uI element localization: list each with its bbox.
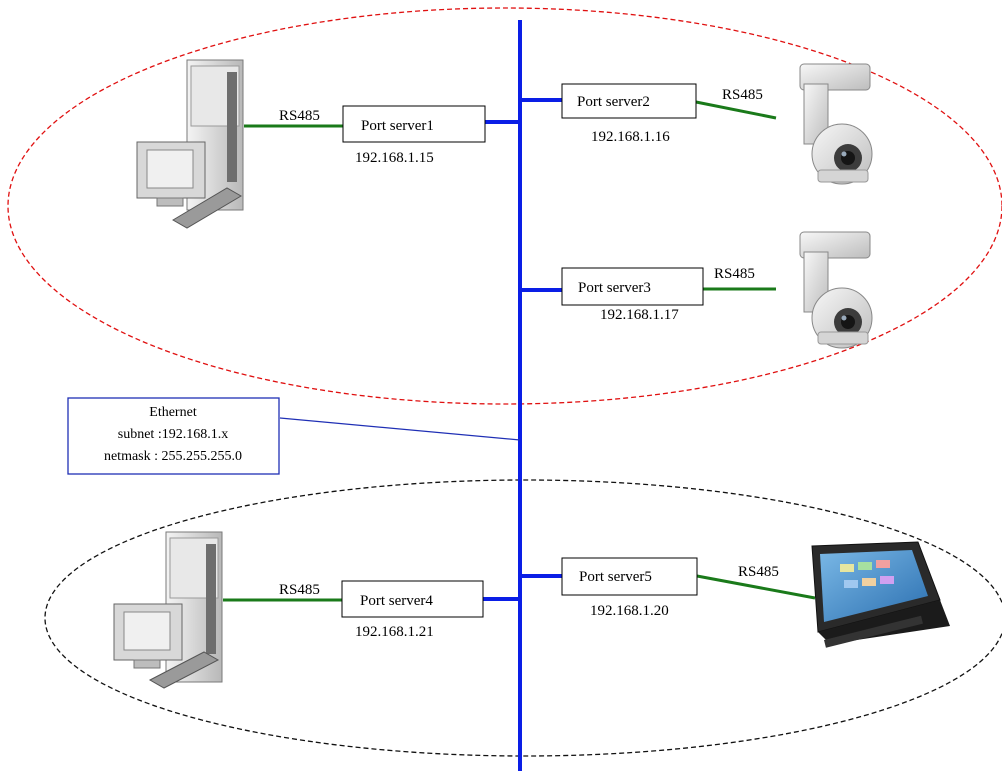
port-server-1[interactable]: Port server1 [342, 105, 486, 143]
port-server-5-ip: 192.168.1.20 [590, 603, 669, 619]
group1-outline [7, 7, 1002, 405]
ethernet-note-title: Ethernet [149, 405, 197, 420]
ptz-camera-icon [799, 63, 873, 185]
port-server-5-name: Port server5 [579, 569, 652, 585]
rs485-label-2: RS485 [722, 87, 763, 103]
note-leader-line [279, 417, 521, 441]
desktop-computer-icon [113, 531, 223, 689]
rs485-label-4: RS485 [279, 582, 320, 598]
port-server-3-name: Port server3 [578, 280, 651, 296]
rs485-label-1: RS485 [279, 108, 320, 124]
port-server-2-name: Port server2 [577, 94, 650, 110]
ptz-camera-icon [799, 231, 873, 349]
port-server-3[interactable]: Port server3 [561, 267, 704, 306]
touchscreen-terminal-icon [811, 541, 950, 648]
port-server-1-ip: 192.168.1.15 [355, 150, 434, 166]
port-server-3-ip: 192.168.1.17 [600, 307, 679, 323]
group2-outline [44, 479, 1002, 757]
ethernet-note-netmask: netmask : 255.255.255.0 [104, 449, 242, 464]
port-server-4-name: Port server4 [360, 593, 433, 609]
port-server-4-ip: 192.168.1.21 [355, 624, 434, 640]
rs485-label-3: RS485 [714, 266, 755, 282]
port-server-2[interactable]: Port server2 [561, 83, 697, 119]
ethernet-note: Ethernet subnet :192.168.1.x netmask : 2… [67, 397, 280, 475]
port-server-5[interactable]: Port server5 [561, 557, 698, 596]
ethernet-note-subnet: subnet :192.168.1.x [118, 427, 228, 442]
port-server-2-ip: 192.168.1.16 [591, 129, 670, 145]
rs485-line-2 [695, 100, 777, 120]
rs485-label-5: RS485 [738, 564, 779, 580]
port-server-1-name: Port server1 [361, 118, 434, 134]
rs485-line-5 [696, 574, 816, 600]
desktop-computer-icon [136, 59, 244, 229]
port-server-4[interactable]: Port server4 [341, 580, 484, 618]
